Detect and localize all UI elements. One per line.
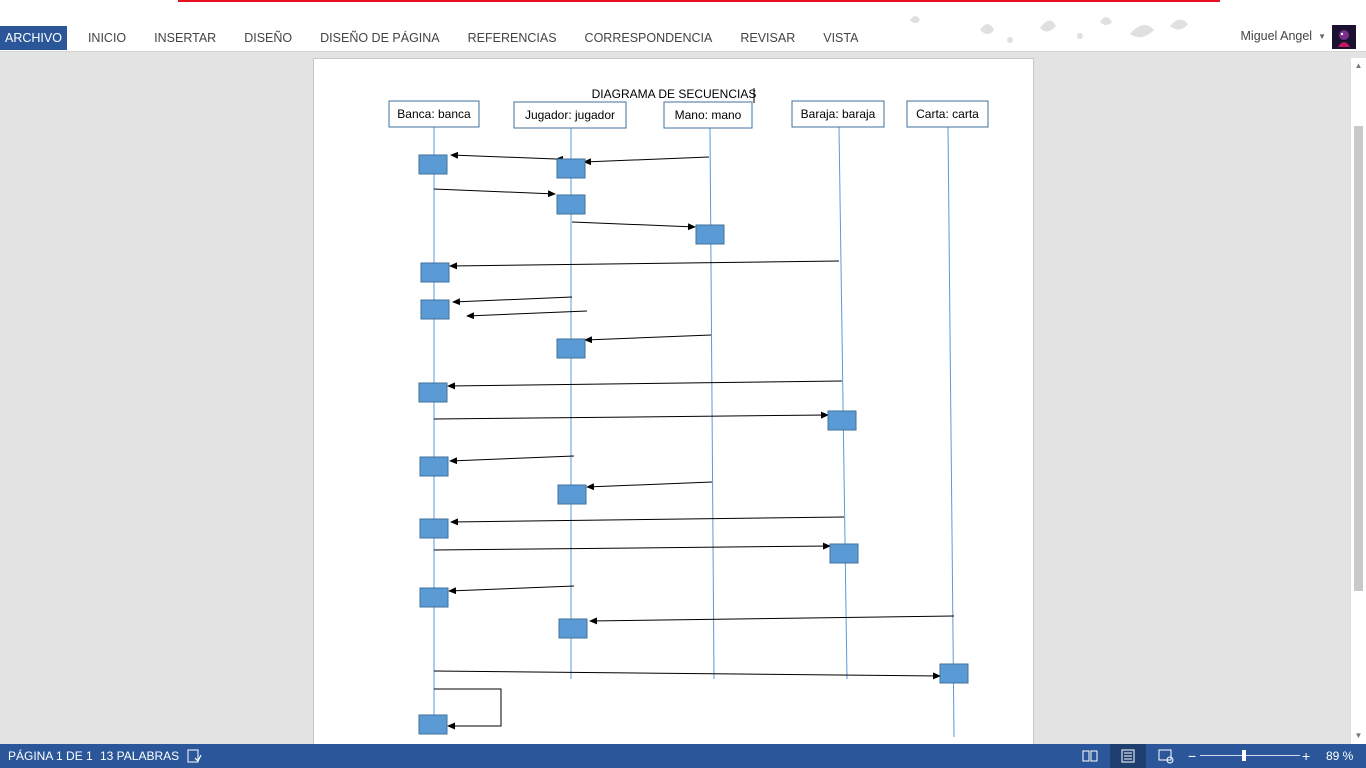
message-arrow[interactable]: [433, 542, 831, 551]
message-arrow[interactable]: [450, 516, 845, 526]
activation-box[interactable]: [418, 154, 448, 175]
lifeline-label-jugador: Jugador: jugador: [525, 108, 615, 122]
message-arrow[interactable]: [589, 615, 955, 625]
sequence-diagram: Banca: banca Jugador: jugador Mano: mano Ba…: [388, 87, 989, 738]
document-area[interactable]: Banca: banca Jugador: jugador Mano: mano Ba…: [0, 52, 1350, 744]
zoom-out-icon[interactable]: −: [1188, 748, 1197, 764]
vertical-scrollbar[interactable]: ▲ ▼: [1350, 58, 1366, 744]
print-layout-button[interactable]: [1110, 744, 1146, 768]
scroll-thumb[interactable]: [1354, 126, 1363, 591]
activation-box[interactable]: [557, 484, 587, 505]
message-arrow[interactable]: [583, 156, 710, 166]
lifeline-label-carta: Carta: carta: [916, 107, 979, 121]
lifeline-header-carta[interactable]: [906, 100, 989, 128]
document-page[interactable]: Banca: banca Jugador: jugador Mano: mano Ba…: [313, 58, 1034, 744]
web-layout-icon[interactable]: [1158, 748, 1174, 764]
tab-archivo[interactable]: ARCHIVO: [0, 26, 67, 50]
messages: [433, 151, 955, 730]
title-accent-line: [178, 0, 1220, 2]
print-layout-icon: [1121, 749, 1135, 763]
message-arrow[interactable]: [447, 380, 843, 390]
tab-revisar[interactable]: REVISAR: [740, 31, 796, 45]
lifeline-header-jugador[interactable]: [513, 101, 627, 129]
message-arrow[interactable]: [466, 310, 588, 320]
lifeline-label-mano: Mano: mano: [675, 108, 742, 122]
message-arrow[interactable]: [452, 296, 573, 306]
activation-box[interactable]: [418, 714, 448, 735]
activation-box[interactable]: [420, 262, 450, 283]
activation-box[interactable]: [419, 587, 449, 608]
tab-diseno-de-pagina[interactable]: DISEÑO DE PÁGINA: [320, 31, 440, 45]
tab-insertar[interactable]: INSERTAR: [154, 31, 217, 45]
lifeline-baraja: [838, 126, 848, 680]
tab-correspondencia[interactable]: CORRESPONDENCIA: [584, 31, 713, 45]
ribbon-tabs: ARCHIVO INICIO INSERTAR DISEÑO DISEÑO DE…: [0, 26, 872, 50]
word-count[interactable]: 13 PALABRAS: [100, 749, 180, 763]
scroll-down-icon[interactable]: ▼: [1354, 731, 1363, 740]
lifelines: [433, 126, 955, 738]
message-arrow[interactable]: [586, 481, 713, 491]
page-count[interactable]: PÁGINA 1 DE 1: [8, 749, 93, 763]
zoom-slider-thumb[interactable]: [1241, 750, 1246, 761]
activation-box[interactable]: [827, 410, 857, 431]
diagram-title: DIAGRAMA DE SECUENCIAS: [592, 87, 757, 101]
proofing-icon[interactable]: [186, 748, 202, 764]
lifeline-header-banca[interactable]: [388, 100, 480, 128]
ribbon-decoration: [910, 16, 1188, 43]
activation-box[interactable]: [556, 338, 586, 359]
activation-box[interactable]: [695, 224, 725, 245]
message-arrow[interactable]: [433, 188, 556, 198]
message-arrow[interactable]: [450, 151, 564, 163]
activations: [418, 154, 969, 735]
tab-inicio[interactable]: INICIO: [87, 31, 127, 45]
chevron-down-icon: ▼: [1318, 31, 1326, 41]
lifeline-label-baraja: Baraja: baraja: [801, 107, 876, 121]
lifeline-mano: [709, 127, 715, 680]
avatar[interactable]: [1332, 25, 1356, 49]
message-arrow[interactable]: [571, 221, 696, 231]
user-name: Miguel Angel: [1240, 29, 1313, 43]
lifeline-label-banca: Banca: banca: [397, 107, 471, 121]
message-arrow[interactable]: [584, 334, 712, 344]
ribbon: ARCHIVO INICIO INSERTAR DISEÑO DISEÑO DE…: [0, 0, 1366, 52]
tab-referencias[interactable]: REFERENCIAS: [467, 31, 557, 45]
activation-box[interactable]: [420, 299, 450, 320]
message-arrow[interactable]: [448, 585, 575, 595]
message-arrow[interactable]: [433, 411, 829, 420]
lifeline-header-mano[interactable]: [663, 101, 753, 129]
tab-vista[interactable]: VISTA: [823, 31, 859, 45]
activation-box[interactable]: [556, 194, 586, 215]
activation-box[interactable]: [419, 518, 449, 539]
status-bar: PÁGINA 1 DE 1 13 PALABRAS − + 89 %: [0, 744, 1366, 768]
activation-box[interactable]: [419, 456, 449, 477]
scroll-up-icon[interactable]: ▲: [1354, 61, 1363, 70]
zoom-level[interactable]: 89 %: [1326, 749, 1354, 763]
activation-box[interactable]: [829, 543, 859, 564]
activation-box[interactable]: [418, 382, 448, 403]
lifeline-header-baraja[interactable]: [791, 100, 885, 128]
activation-box[interactable]: [558, 618, 588, 639]
user-account[interactable]: Miguel Angel ▼: [1241, 29, 1327, 43]
message-arrow[interactable]: [449, 260, 840, 270]
self-message-arrow[interactable]: [434, 688, 502, 730]
message-arrow[interactable]: [433, 670, 941, 680]
activation-box[interactable]: [556, 158, 586, 179]
lifeline-carta: [947, 126, 955, 738]
tab-diseno[interactable]: DISEÑO: [244, 31, 293, 45]
activation-box[interactable]: [939, 663, 969, 684]
zoom-in-icon[interactable]: +: [1302, 748, 1311, 764]
lifeline-headers: Banca: banca Jugador: jugador Mano: mano Ba…: [388, 100, 989, 129]
read-mode-icon[interactable]: [1082, 748, 1098, 764]
zoom-slider[interactable]: [1200, 755, 1300, 756]
message-arrow[interactable]: [449, 455, 575, 465]
